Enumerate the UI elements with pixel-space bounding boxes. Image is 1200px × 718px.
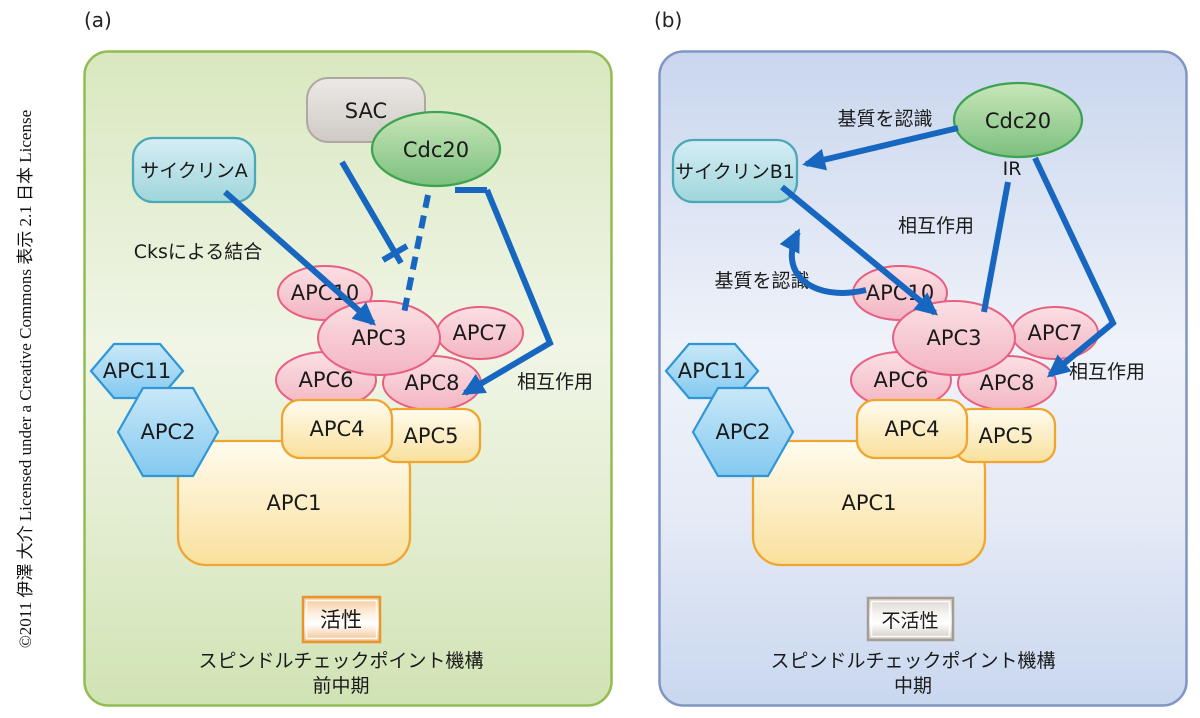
- panel-b-caption-line1: スピンドルチェックポイント機構: [770, 650, 1055, 672]
- ir-motif-label: IR: [1003, 158, 1022, 180]
- apc8-label: APC8: [404, 371, 459, 395]
- apc3-ellipse: [892, 300, 1016, 376]
- apc3-ellipse: [317, 300, 441, 376]
- interaction-note-right: 相互作用: [1069, 361, 1145, 383]
- apc2-label: APC2: [715, 420, 770, 444]
- sac-label: SAC: [345, 99, 387, 123]
- panel-a-diagram: SAC Cdc20 サイクリンA Cksによる結合 APC10 APC7 APC…: [83, 50, 613, 707]
- apc7-label: APC7: [452, 321, 507, 345]
- apc11-label: APC11: [103, 359, 171, 383]
- apc11-hexagon: [89, 342, 185, 400]
- ir-apc3-line: [981, 181, 1011, 313]
- cyclin-a-box: [131, 136, 257, 204]
- sac-inhibition-line: [339, 160, 404, 265]
- cdc20-apc8-interaction-arrow: [1032, 156, 1117, 378]
- active-status-label: 活性: [320, 608, 362, 632]
- apc11-hexagon: [664, 342, 760, 400]
- active-status-box-inner: [305, 599, 378, 640]
- inactive-status-box: [866, 596, 955, 642]
- apc1-label: APC1: [266, 491, 321, 515]
- cdc20-ellipse: [370, 110, 502, 188]
- copyright-license-text: ©2011 伊澤 大介 Licensed under a Creative Co…: [16, 109, 35, 649]
- inactive-status-box-inner: [870, 600, 951, 638]
- apc8-label: APC8: [979, 371, 1034, 395]
- interaction-note: 相互作用: [517, 371, 593, 393]
- panel-a-label: (a): [84, 8, 112, 32]
- interaction-note-middle: 相互作用: [898, 215, 974, 237]
- panel-a-caption-line2: 前中期: [312, 675, 369, 697]
- cyclin-b1-label: サイクリンB1: [675, 161, 795, 183]
- apc4-label: APC4: [884, 417, 939, 441]
- cyclin-a-label: サイクリンA: [140, 160, 248, 182]
- apc11-label: APC11: [678, 359, 746, 383]
- substrate-recognition-note-top: 基質を認識: [837, 108, 932, 130]
- apc3-label: APC3: [351, 326, 406, 350]
- apc4-label: APC4: [309, 417, 364, 441]
- cyclin-b1-apc3-arrow: [780, 184, 939, 316]
- panel-a-caption-line1: スピンドルチェックポイント機構: [198, 650, 483, 672]
- cyclin-b1-box: [671, 138, 799, 204]
- apc4-box: [280, 398, 394, 460]
- apc1-label: APC1: [841, 491, 896, 515]
- apc4-box: [855, 398, 969, 460]
- apc10-substrate-curved-arrow: [779, 228, 867, 296]
- cdc20-ellipse: [952, 81, 1084, 159]
- cyclin-a-binding-arrow: [223, 189, 376, 326]
- apc5-label: APC5: [978, 424, 1033, 448]
- panel-b-diagram: Cdc20 IR サイクリンB1 基質を認識 相互作用 基質を認識 APC10 …: [658, 50, 1188, 707]
- apc3-label: APC3: [926, 326, 981, 350]
- panel-b-label: (b): [654, 8, 683, 32]
- active-status-box: [301, 595, 382, 644]
- apc2-hexagon: [116, 386, 220, 478]
- panel-b-caption-line2: 中期: [894, 675, 932, 697]
- apc7-label: APC7: [1027, 321, 1082, 345]
- inactive-status-label: 不活性: [881, 610, 938, 632]
- apc5-label: APC5: [403, 424, 458, 448]
- cdc20-label: Cdc20: [403, 138, 469, 162]
- cdc20-cyclin-b1-arrow: [802, 125, 959, 171]
- apc2-label: APC2: [140, 420, 195, 444]
- apc6-label: APC6: [298, 368, 353, 392]
- cks-binding-note: Cksによる結合: [134, 241, 263, 263]
- substrate-recognition-note-left: 基質を認識: [714, 270, 809, 292]
- sac-inhibition-bar: [381, 243, 409, 263]
- apc2-hexagon: [691, 386, 795, 478]
- cdc20-label: Cdc20: [985, 109, 1051, 133]
- apc6-label: APC6: [873, 368, 928, 392]
- cdc20-apc8-interaction-arrow: [455, 187, 554, 393]
